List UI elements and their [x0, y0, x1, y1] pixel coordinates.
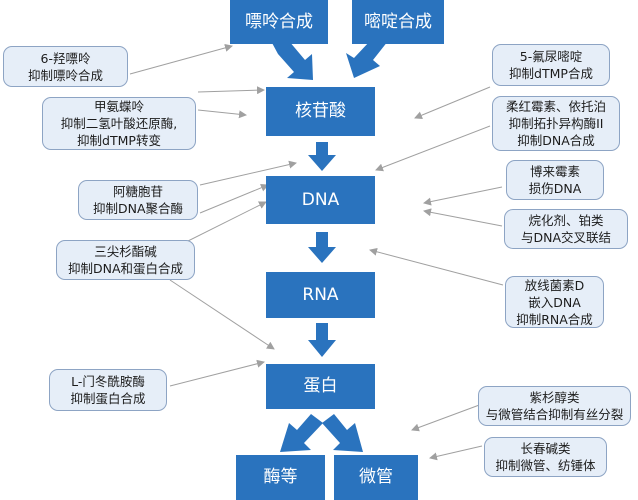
- node-pyrimidine-synthesis: 嘧啶合成: [352, 0, 444, 44]
- note-line: 阿糖胞苷: [112, 184, 163, 199]
- pointer-fluorouracil: [414, 86, 491, 120]
- pointer-mercaptopurine: [129, 43, 233, 75]
- node-purine-synthesis: 嘌呤合成: [230, 0, 328, 44]
- node-rna: RNA: [266, 272, 375, 318]
- note-fluorouracil: 5-氟尿嘧啶 抑制dTMP合成: [492, 44, 610, 86]
- flow-arrow-rna-to-protein: [308, 323, 336, 357]
- note-line: 抑制DNA聚合酶: [92, 201, 184, 216]
- pointer-asparaginase: [169, 359, 265, 387]
- note-line: 嵌入DNA: [528, 294, 581, 310]
- flow-arrow-dna-to-rna: [308, 232, 336, 263]
- note-line: 抑制二氢叶酸还原酶,: [60, 116, 178, 131]
- note-actinomycin: 放线菌素D 嵌入DNA 抑制RNA合成: [505, 276, 604, 328]
- note-line: 抑制RNA合成: [516, 311, 593, 327]
- note-line: 烷化剂、铂类: [528, 213, 604, 228]
- flow-arrow-protein-to-enzymes: [280, 414, 323, 452]
- note-line: 柔红霉素、依托泊: [505, 99, 606, 114]
- note-vinca: 长春碱类 抑制微管、纺锤体: [484, 437, 607, 477]
- note-topo-inhibitors: 柔红霉素、依托泊 抑制拓扑异构酶II 抑制DNA合成: [492, 96, 620, 151]
- note-line: 甲氨蝶呤: [93, 99, 144, 114]
- note-line: 抑制DNA和蛋白合成: [67, 261, 184, 276]
- note-line: 博来霉素: [529, 164, 580, 179]
- note-taxanes: 紫杉醇类 与微管结合抑制有丝分裂: [478, 386, 631, 426]
- flow-arrow-protein-to-microtubule: [322, 414, 363, 452]
- pointer-vinca: [429, 445, 483, 461]
- pointer-topo-inhibitors: [375, 125, 491, 172]
- note-cytarabine: 阿糖胞苷 抑制DNA聚合酶: [78, 180, 198, 220]
- node-nucleotide: 核苷酸: [266, 87, 375, 136]
- note-asparaginase: L-门冬酰胺酶 抑制蛋白合成: [49, 369, 167, 411]
- note-line: 抑制嘌呤合成: [27, 67, 103, 83]
- note-line: 放线菌素D: [524, 277, 585, 293]
- note-harringtonine: 三尖杉酯碱 抑制DNA和蛋白合成: [56, 240, 195, 280]
- note-line: 抑制DNA合成: [517, 133, 595, 148]
- pointer-taxanes: [411, 403, 483, 432]
- pointer-cytarabine-top: [199, 160, 297, 186]
- pointer-methotrexate-bottom: [197, 109, 247, 119]
- note-line: 抑制dTMP转变: [77, 133, 161, 148]
- note-methotrexate: 甲氨蝶呤 抑制二氢叶酸还原酶, 抑制dTMP转变: [42, 97, 196, 150]
- pointer-methotrexate-top: [197, 86, 265, 95]
- flow-arrow-nucleotide-to-dna: [308, 142, 336, 171]
- note-line: 损伤DNA: [528, 181, 582, 196]
- note-line: 抑制dTMP合成: [509, 66, 593, 81]
- note-line: 紫杉醇类: [529, 390, 580, 405]
- note-line: 6-羟嘌呤: [40, 50, 91, 66]
- note-line: 三尖杉酯碱: [94, 244, 157, 259]
- node-dna: DNA: [266, 176, 375, 224]
- note-line: 抑制拓扑异构酶II: [508, 116, 604, 131]
- pointer-cytarabine-bottom: [199, 183, 269, 214]
- flow-arrow-pyrimidine-to-nucleotide: [346, 41, 388, 78]
- note-line: 抑制蛋白合成: [70, 391, 146, 406]
- note-bleomycin: 博来霉素 损伤DNA: [506, 160, 604, 200]
- node-enzymes: 酶等: [236, 455, 325, 500]
- note-line: 与微管结合抑制有丝分裂: [485, 407, 624, 422]
- note-line: 5-氟尿嘧啶: [519, 49, 583, 64]
- node-protein: 蛋白: [266, 364, 375, 409]
- node-microtubule: 微管: [334, 455, 418, 500]
- note-line: 长春碱类: [520, 441, 571, 456]
- note-line: 抑制微管、纺锤体: [495, 458, 596, 473]
- pointer-bleomycin: [423, 186, 503, 206]
- flow-arrow-purine-to-nucleotide: [271, 41, 313, 80]
- pointer-alkylating: [423, 208, 503, 227]
- note-alkylating: 烷化剂、铂类 与DNA交叉联结: [504, 209, 628, 249]
- note-line: 与DNA交叉联结: [520, 230, 612, 245]
- note-mercaptopurine: 6-羟嘌呤 抑制嘌呤合成: [3, 46, 128, 87]
- pointer-actinomycin: [369, 247, 504, 286]
- pointer-harringtonine-protein: [169, 279, 275, 350]
- note-line: L-门冬酰胺酶: [71, 374, 145, 389]
